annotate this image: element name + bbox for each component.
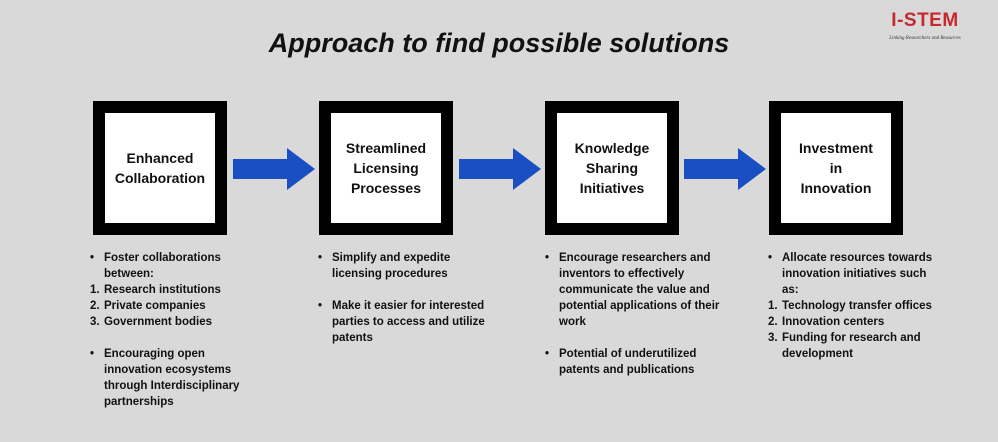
numbered-item-text: Government bodies [104,316,212,328]
step-label: Streamlined Licensing Processes [345,140,427,196]
bullet-point: Allocate resources towards innovation in… [768,250,943,298]
right-arrow-icon [233,148,315,190]
numbered-item-text: Research institutions [104,284,221,296]
numbered-item-text: Technology transfer offices [782,300,932,312]
step-label: Investment in Innovation [799,140,873,196]
logo-name: I-STEM [891,10,959,31]
bullet-point: Encouraging open innovation ecosystems t… [90,346,265,410]
step-box-investment: Investment in Innovation [769,101,903,235]
step-box-collaboration: Enhanced Collaboration [93,101,227,235]
right-arrow-icon [459,148,541,190]
bullet-point: Potential of underutilized patents and p… [545,346,720,378]
numbered-item: 2.Innovation centers [768,316,885,328]
numbered-item: 3.Government bodies [90,316,212,328]
bullet-point: Encourage researchers and inventors to e… [545,250,720,330]
step-details-investment: Allocate resources towards innovation in… [768,250,943,362]
step-label: Knowledge Sharing Initiatives [574,140,650,196]
step-details-collaboration: Foster collaborations between: 1.Research… [90,250,265,410]
bullet-point: Simplify and expedite licensing procedur… [318,250,493,282]
istem-logo: I-STEM Linking Researchers and Resources [866,10,984,50]
logo-tagline: Linking Researchers and Resources [889,36,961,41]
numbered-item: 1.Technology transfer offices [768,300,932,312]
step-label: Enhanced Collaboration [114,150,206,186]
right-arrow-icon [684,148,766,190]
diagram-title: Approach to find possible solutions [268,28,730,58]
step-details-knowledge: Encourage researchers and inventors to e… [545,250,720,378]
step-details-licensing: Simplify and expedite licensing procedur… [318,250,493,346]
numbered-item: 3.Funding for research and development [768,332,921,360]
bullet-point: Make it easier for interested parties to… [318,298,493,346]
numbered-item-text: Funding for research and development [782,332,921,360]
numbered-item: 1.Research institutions [90,284,221,296]
bullet-point: Foster collaborations between: [90,250,265,282]
numbered-item: 2.Private companies [90,300,206,312]
step-box-licensing: Streamlined Licensing Processes [319,101,453,235]
step-box-knowledge: Knowledge Sharing Initiatives [545,101,679,235]
numbered-item-text: Innovation centers [782,316,885,328]
numbered-item-text: Private companies [104,300,206,312]
